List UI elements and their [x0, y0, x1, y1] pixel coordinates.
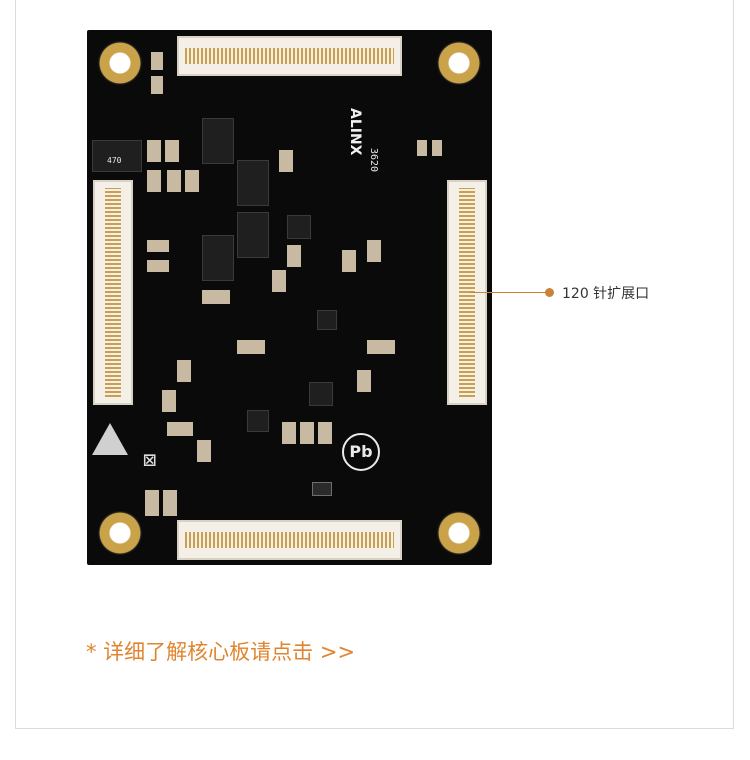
component	[357, 370, 371, 392]
component	[312, 482, 332, 496]
component	[151, 52, 163, 70]
component	[342, 250, 356, 272]
component	[147, 260, 169, 272]
chip	[317, 310, 337, 330]
chip	[92, 140, 142, 172]
content-frame	[15, 0, 734, 729]
mounting-hole-bottom-right	[437, 511, 481, 555]
component	[167, 170, 181, 192]
chip	[202, 118, 234, 164]
component	[163, 490, 177, 516]
mounting-hole-bottom-left	[98, 511, 142, 555]
mounting-hole-top-right	[437, 41, 481, 85]
component	[151, 76, 163, 94]
silk-small: 470	[107, 156, 122, 165]
brand-logo-text: ALINX	[347, 108, 363, 156]
component	[367, 240, 381, 262]
component	[272, 270, 286, 292]
component	[147, 240, 169, 252]
component	[279, 150, 293, 172]
component	[167, 422, 193, 436]
component	[185, 170, 199, 192]
component	[145, 490, 159, 516]
component	[177, 360, 191, 382]
callout-label: 120 针扩展口	[562, 286, 650, 302]
component	[318, 422, 332, 444]
component	[417, 140, 427, 156]
component	[162, 390, 176, 412]
chip	[287, 215, 311, 239]
chip	[237, 212, 269, 258]
connector-bottom	[177, 520, 402, 560]
component	[202, 290, 230, 304]
connector-top	[177, 36, 402, 76]
callout-dot-icon	[545, 288, 554, 297]
silk-code: 3620	[368, 148, 379, 173]
esd-warning-icon	[92, 423, 128, 455]
mounting-hole-top-left	[98, 41, 142, 85]
callout-line	[470, 292, 548, 293]
chip	[247, 410, 269, 432]
learn-more-link[interactable]: * 详细了解核心板请点击 >>	[86, 640, 356, 664]
component	[282, 422, 296, 444]
component	[165, 140, 179, 162]
connector-left	[93, 180, 133, 405]
chip	[237, 160, 269, 206]
component	[367, 340, 395, 354]
recycle-bin-icon: ⊠	[143, 448, 157, 473]
component	[287, 245, 301, 267]
core-board-image: 3620 470 ALINX Pb ⊠	[87, 30, 492, 565]
pb-free-icon: Pb	[342, 433, 380, 471]
component	[147, 170, 161, 192]
component	[300, 422, 314, 444]
component	[147, 140, 161, 162]
component	[197, 440, 211, 462]
chip	[202, 235, 234, 281]
component	[237, 340, 265, 354]
component	[432, 140, 442, 156]
chip	[309, 382, 333, 406]
